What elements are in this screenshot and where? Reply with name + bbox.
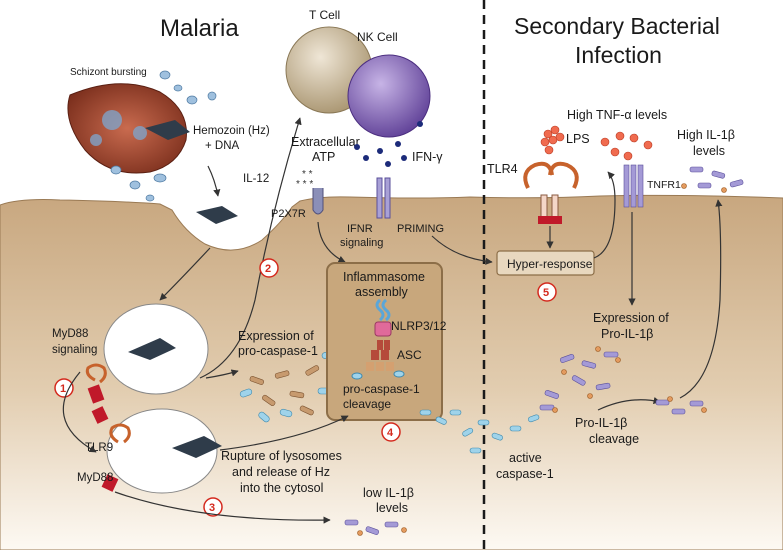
arrow-cup-to-phagosome bbox=[159, 247, 211, 301]
procaspase-cleavage-label-2: cleavage bbox=[343, 397, 391, 411]
high-il1b-molecules bbox=[681, 166, 744, 193]
t-cell-label: T Cell bbox=[309, 8, 340, 22]
hemozoin-label-2: + DNA bbox=[205, 140, 240, 152]
hemozoin-crystal bbox=[145, 120, 190, 140]
ifnr-label-2: signaling bbox=[340, 237, 383, 249]
merozoites bbox=[110, 70, 217, 202]
svg-text:* *: * * bbox=[302, 169, 313, 180]
ifn-gamma-molecules bbox=[354, 121, 423, 167]
hyper-response-label: Hyper-response bbox=[507, 257, 593, 271]
step-2-number: 2 bbox=[265, 263, 271, 275]
tlr9-receptor-lower bbox=[91, 406, 131, 492]
arrow-il12 bbox=[199, 117, 302, 379]
expr-proil1b-label-1: Expression of bbox=[593, 311, 669, 325]
malaria-title: Malaria bbox=[160, 15, 239, 42]
step-3-badge: 3 bbox=[203, 497, 223, 517]
secondary-title-line2: Infection bbox=[575, 42, 662, 68]
step-2-badge: 2 bbox=[259, 258, 279, 278]
tlr9-receptor-upper bbox=[85, 363, 107, 404]
inflammasome-label-2: assembly bbox=[355, 285, 409, 299]
step-5-number: 5 bbox=[543, 287, 549, 299]
step-3-number: 3 bbox=[209, 502, 215, 514]
inflammasome-procaspase bbox=[351, 370, 405, 380]
asc-label: ASC bbox=[397, 348, 422, 362]
expr-procaspase-label-1: Expression of bbox=[238, 329, 314, 343]
arrow-il1b-release bbox=[679, 199, 723, 399]
arrow-low-il1b bbox=[114, 491, 331, 524]
active-caspase-label-2: caspase-1 bbox=[496, 467, 554, 481]
nlrp-label: NLRP3/12 bbox=[391, 319, 447, 333]
il12-label: IL-12 bbox=[243, 173, 269, 185]
nlrp-complex bbox=[374, 298, 392, 350]
priming-label: PRIMING bbox=[397, 223, 444, 235]
high-il1b-label-2: levels bbox=[693, 144, 725, 158]
rupture-label-1: Rupture of lysosomes bbox=[221, 449, 342, 463]
active-caspase-molecules bbox=[419, 409, 540, 454]
procaspase-cleavage-label-1: pro-caspase-1 bbox=[343, 382, 420, 396]
phagocytosed-hemozoin bbox=[196, 206, 238, 224]
low-il1b-molecules bbox=[344, 519, 407, 536]
step-1-badge: 1 bbox=[54, 378, 74, 398]
tlr4-label: TLR4 bbox=[487, 162, 518, 176]
arrow-hyper-tnf bbox=[593, 171, 616, 259]
tnf-molecules bbox=[600, 131, 653, 161]
nk-cell-label: NK Cell bbox=[357, 30, 398, 44]
p2x7r-label: P2X7R bbox=[271, 208, 306, 220]
proil1b-cleavage-label-1: Pro-IL-1β bbox=[575, 416, 627, 430]
proil1b-molecules bbox=[539, 346, 621, 413]
nk-cell: NK Cell bbox=[347, 30, 431, 138]
phagosome-upper bbox=[103, 303, 209, 395]
ifnr-label-1: IFNR bbox=[347, 223, 373, 235]
arrow-cleavage bbox=[597, 397, 661, 411]
mature-il1b-molecules bbox=[655, 396, 707, 415]
myd88-label: MyD88 bbox=[77, 472, 113, 484]
atp-molecules: * * * * * bbox=[296, 169, 313, 190]
ifnr-receptor bbox=[376, 177, 391, 219]
low-il1b-label-1: low IL-1β bbox=[363, 486, 414, 500]
myd88-signaling-label-1: MyD88 bbox=[52, 328, 88, 340]
high-il1b-label-1: High IL-1β bbox=[677, 128, 735, 142]
low-il1b-label-2: levels bbox=[376, 501, 408, 515]
ifn-gamma-label: IFN-γ bbox=[412, 150, 443, 164]
step-4-number: 4 bbox=[387, 427, 394, 439]
step-4-badge: 4 bbox=[381, 422, 401, 442]
rupture-label-2: and release of Hz bbox=[232, 465, 330, 479]
atp-label: ATP bbox=[312, 150, 335, 164]
active-caspase-label-1: active bbox=[509, 451, 542, 465]
hemozoin-label-1: Hemozoin (Hz) bbox=[193, 125, 270, 137]
step-5-badge: 5 bbox=[537, 282, 557, 302]
rupture-label-3: into the cytosol bbox=[240, 481, 323, 495]
arrow-p2x7r-inflammasome bbox=[317, 221, 346, 263]
tnfr1-receptor bbox=[623, 164, 644, 208]
phagosome-lower bbox=[106, 408, 222, 494]
extracellular-label: Extracellular bbox=[291, 135, 360, 149]
lps-label: LPS bbox=[566, 132, 590, 146]
secondary-title-line1: Secondary Bacterial bbox=[514, 13, 720, 39]
arrow-myd88-loop bbox=[62, 371, 97, 453]
arrow-rupture-inflammasome bbox=[219, 415, 349, 451]
asc-complex bbox=[366, 350, 394, 371]
inflammasome-label-1: Inflammasome bbox=[343, 270, 425, 284]
schizont-label: Schizont bursting bbox=[70, 67, 147, 78]
lps-molecules bbox=[540, 125, 565, 155]
proil1b-cleavage-label-2: cleavage bbox=[589, 432, 639, 446]
svg-text:* * *: * * * bbox=[296, 179, 313, 190]
tlr4-receptor bbox=[523, 161, 579, 224]
high-tnf-label: High TNF-α levels bbox=[567, 108, 667, 122]
myd88-signaling-label-2: signaling bbox=[52, 344, 97, 356]
expr-proil1b-label-2: Pro-IL-1β bbox=[601, 327, 653, 341]
expr-procaspase-label-2: pro-caspase-1 bbox=[238, 344, 318, 358]
arrow-to-procaspase bbox=[205, 369, 239, 379]
p2x7r-receptor bbox=[312, 188, 324, 215]
arrow-priming-hyper bbox=[431, 235, 493, 265]
arrow-schizont-uptake bbox=[207, 165, 221, 197]
step-1-number: 1 bbox=[60, 383, 66, 395]
tnfr1-label: TNFR1 bbox=[647, 179, 681, 191]
hyper-response-box bbox=[496, 250, 595, 276]
schizont-rbc bbox=[67, 83, 187, 174]
